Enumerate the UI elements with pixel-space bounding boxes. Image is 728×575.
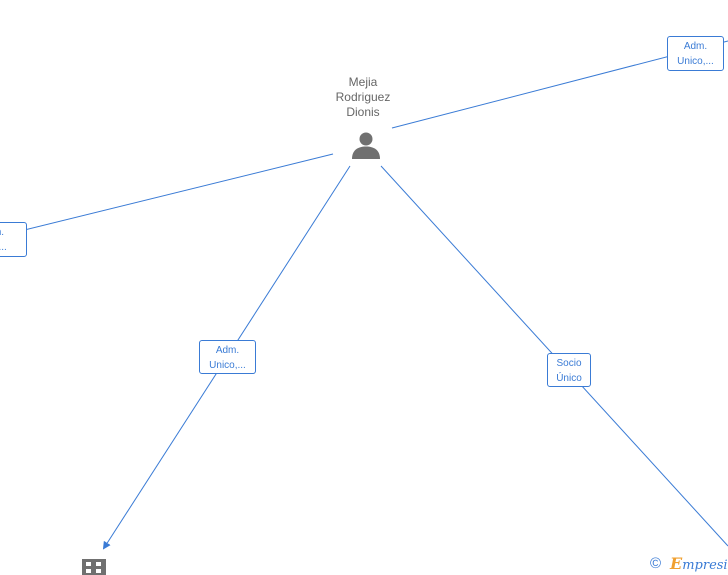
brand-logo: Empresia <box>670 555 728 575</box>
edge-line-left <box>0 153 334 237</box>
building-icon[interactable] <box>82 559 106 575</box>
person-icon[interactable] <box>350 130 382 160</box>
copyright-icon: © <box>650 555 662 572</box>
relation-label-adm-unico-top-right[interactable]: Adm. Unico,... <box>667 36 724 71</box>
relation-label-socio-unico[interactable]: Socio Único <box>547 353 591 387</box>
relation-label-adm-unico-company[interactable]: Adm. Unico,... <box>199 340 256 374</box>
person-name[interactable]: Mejia Rodriguez Dionis <box>335 75 391 119</box>
relation-label-adm-unico-left[interactable]: m. o,... <box>0 222 27 257</box>
brand-name: mpresia <box>682 558 728 573</box>
brand-initial: E <box>670 554 683 573</box>
